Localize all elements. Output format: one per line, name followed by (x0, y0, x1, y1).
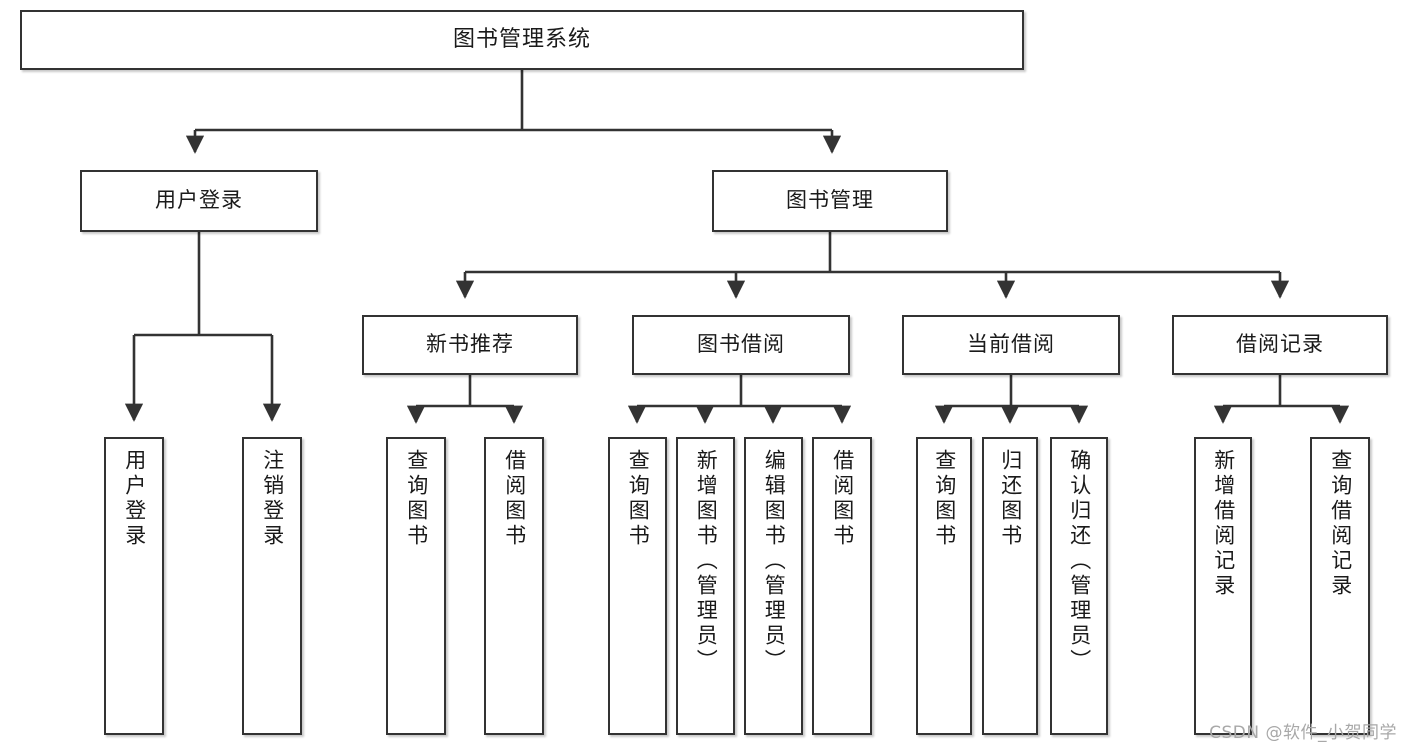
node-user-login-label: 用户登录 (155, 188, 243, 213)
node-user-login[interactable]: 用户登录 (80, 170, 318, 232)
node-leaf-add-borrow-record[interactable]: 新增借阅记录 (1194, 437, 1252, 735)
node-leaf-query-borrow-record[interactable]: 查询借阅记录 (1310, 437, 1370, 735)
edge-root-to-level2 (185, 70, 842, 154)
node-leaf-query-book-recommend[interactable]: 查询图书 (386, 437, 446, 735)
node-leaf-add-book-admin[interactable]: 新增图书（管理员） (676, 437, 735, 735)
node-leaf-query-book-recommend-label: 查询图书 (404, 449, 429, 549)
node-leaf-add-borrow-record-label: 新增借阅记录 (1211, 449, 1236, 599)
node-leaf-confirm-return-admin-label: 确认归还（管理员） (1067, 449, 1092, 674)
node-leaf-return-book[interactable]: 归还图书 (982, 437, 1038, 735)
node-leaf-query-book-borrow-label: 查询图书 (626, 449, 651, 549)
node-current-borrow-label: 当前借阅 (967, 332, 1055, 357)
node-book-borrow-label: 图书借阅 (697, 332, 785, 357)
node-leaf-query-book-borrow[interactable]: 查询图书 (608, 437, 667, 735)
edge-bookborrow-to-leaves (627, 375, 852, 424)
node-borrow-record-label: 借阅记录 (1236, 332, 1324, 357)
node-leaf-edit-book-admin[interactable]: 编辑图书（管理员） (744, 437, 803, 735)
node-leaf-borrow-book-label: 借阅图书 (830, 449, 855, 549)
node-leaf-user-login[interactable]: 用户登录 (104, 437, 164, 735)
node-leaf-return-book-label: 归还图书 (998, 449, 1023, 549)
node-leaf-query-borrow-record-label: 查询借阅记录 (1328, 449, 1353, 599)
node-book-borrow[interactable]: 图书借阅 (632, 315, 850, 375)
node-leaf-user-login-label: 用户登录 (122, 449, 147, 549)
node-leaf-query-book-current-label: 查询图书 (932, 449, 957, 549)
node-leaf-edit-book-admin-label: 编辑图书（管理员） (762, 449, 787, 674)
node-book-management[interactable]: 图书管理 (712, 170, 948, 232)
csdn-watermark: CSDN @软件_小贺同学 (1209, 723, 1397, 743)
node-leaf-borrow-book[interactable]: 借阅图书 (812, 437, 872, 735)
node-leaf-borrow-book-recommend-label: 借阅图书 (502, 449, 527, 549)
node-borrow-record[interactable]: 借阅记录 (1172, 315, 1388, 375)
node-current-borrow[interactable]: 当前借阅 (902, 315, 1120, 375)
edge-bookmgmt-to-level3 (455, 232, 1290, 299)
edge-newbook-to-leaves (406, 375, 524, 424)
node-leaf-confirm-return-admin[interactable]: 确认归还（管理员） (1050, 437, 1108, 735)
node-root-system[interactable]: 图书管理系统 (20, 10, 1024, 70)
node-new-book-recommend[interactable]: 新书推荐 (362, 315, 578, 375)
node-leaf-query-book-current[interactable]: 查询图书 (916, 437, 972, 735)
node-new-book-recommend-label: 新书推荐 (426, 332, 514, 357)
edge-borrowrecord-to-leaves (1213, 375, 1350, 424)
node-root-label: 图书管理系统 (452, 26, 591, 52)
node-leaf-add-book-admin-label: 新增图书（管理员） (694, 449, 719, 674)
node-book-management-label: 图书管理 (786, 188, 874, 213)
node-leaf-borrow-book-recommend[interactable]: 借阅图书 (484, 437, 544, 735)
edge-userlogin-to-leaves (124, 232, 282, 422)
node-leaf-logout[interactable]: 注销登录 (242, 437, 302, 735)
edge-currentborrow-to-leaves (934, 375, 1089, 424)
node-leaf-logout-label: 注销登录 (260, 449, 285, 549)
